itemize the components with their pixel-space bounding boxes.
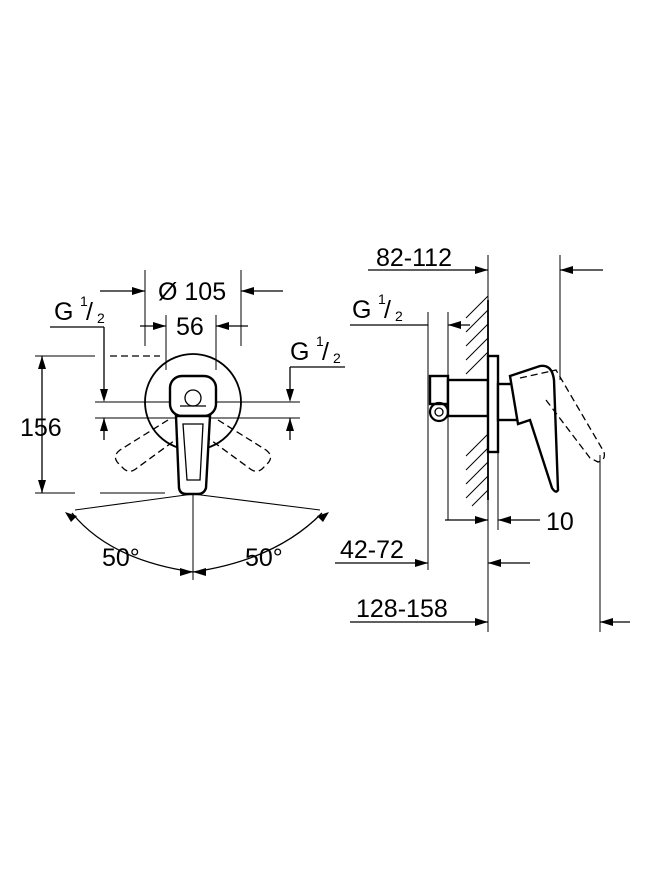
thread-left-slash: / bbox=[86, 298, 93, 326]
width-56-dimension: 56 bbox=[140, 313, 248, 370]
drawing-stroke bbox=[600, 618, 613, 626]
drawing-stroke bbox=[560, 266, 573, 274]
drawing-stroke bbox=[74, 493, 194, 511]
thread-right-numerator: 1 bbox=[316, 333, 324, 349]
side-thread-letter: G bbox=[352, 296, 371, 324]
handle bbox=[174, 414, 212, 496]
drawing-stroke bbox=[471, 489, 489, 507]
drawing-stroke bbox=[100, 389, 108, 402]
angle-left-label: 50° bbox=[102, 544, 140, 572]
dim-128-158-label: 128-158 bbox=[356, 595, 448, 623]
drawing-stroke bbox=[446, 378, 490, 418]
drawing-stroke bbox=[38, 356, 46, 369]
drawing-stroke bbox=[317, 512, 329, 522]
thread-right-letter: G bbox=[290, 338, 309, 366]
thread-right-annotation: G 1 / 2 bbox=[286, 333, 345, 440]
drawing-stroke bbox=[465, 323, 489, 347]
drawing-stroke bbox=[65, 512, 77, 522]
dim-10-label: 10 bbox=[546, 508, 574, 536]
drawing-stroke bbox=[475, 618, 488, 626]
thread-left-annotation: G 1 / 2 bbox=[50, 293, 108, 440]
height-156-label: 156 bbox=[20, 414, 62, 442]
thread-left-numerator: 1 bbox=[80, 293, 88, 309]
front-view: Ø 105 56 G 1 / 2 G 1 / bbox=[20, 270, 345, 580]
drawing-stroke bbox=[286, 389, 294, 402]
drawing-stroke bbox=[486, 354, 500, 454]
side-thread-annotation: G 1 / 2 bbox=[350, 291, 470, 570]
side-lever-rotated bbox=[519, 369, 606, 463]
drawing-stroke bbox=[100, 418, 108, 431]
drawing-stroke bbox=[465, 433, 489, 457]
drawing-stroke bbox=[519, 369, 606, 463]
dim-10: 10 bbox=[445, 452, 574, 536]
wall bbox=[465, 295, 489, 507]
angle-left-dimension: 50° bbox=[65, 512, 194, 576]
drawing-stroke bbox=[498, 516, 511, 524]
drawing-stroke bbox=[465, 447, 489, 471]
thread-left-letter: G bbox=[54, 298, 73, 326]
diameter-label: Ø 105 bbox=[158, 278, 226, 306]
drawing-stroke bbox=[180, 568, 193, 576]
drawing-stroke bbox=[475, 516, 488, 524]
angle-right-dimension: 50° bbox=[192, 512, 329, 576]
dim-128-158: 128-158 bbox=[350, 455, 630, 632]
thread-right-denominator: 2 bbox=[333, 350, 341, 366]
thread-left-denominator: 2 bbox=[97, 310, 105, 326]
drawing-stroke bbox=[174, 414, 212, 496]
side-thread-denominator: 2 bbox=[395, 308, 403, 324]
side-thread-slash: / bbox=[384, 296, 391, 324]
drawing-stroke bbox=[434, 407, 444, 417]
drawing-stroke bbox=[168, 374, 218, 418]
side-view: 82-112 G 1 / 2 bbox=[335, 244, 630, 632]
drawing-stroke bbox=[114, 419, 179, 472]
drawing-stroke bbox=[428, 401, 450, 423]
drawing-stroke bbox=[415, 559, 428, 567]
dim-82-112-label: 82-112 bbox=[376, 244, 452, 272]
rotated-handle-left bbox=[114, 419, 179, 472]
drawing-stroke bbox=[465, 309, 489, 333]
drawing-stroke bbox=[428, 374, 450, 406]
drawing-stroke bbox=[193, 568, 206, 576]
drawing-stroke bbox=[488, 559, 501, 567]
side-lever bbox=[508, 364, 560, 493]
drawing-stroke bbox=[216, 322, 229, 330]
drawing-stroke bbox=[241, 287, 254, 295]
drawing-stroke bbox=[475, 266, 488, 274]
drawing-stroke bbox=[182, 423, 204, 481]
drawing-stroke bbox=[508, 364, 560, 493]
width-56-label: 56 bbox=[176, 313, 204, 341]
dim-42-72-label: 42-72 bbox=[340, 536, 404, 564]
drawing-stroke bbox=[153, 322, 166, 330]
drawing-stroke bbox=[448, 321, 461, 329]
drawing-stroke bbox=[465, 475, 489, 499]
drawing-stroke bbox=[465, 295, 489, 319]
dim-42-72: 42-72 bbox=[335, 500, 530, 632]
rotated-handle-right bbox=[207, 419, 272, 472]
drawing-stroke bbox=[465, 351, 489, 375]
valve-body bbox=[428, 354, 520, 454]
height-156-dimension: 156 bbox=[20, 356, 62, 493]
drawing-stroke bbox=[465, 337, 489, 361]
drawing-stroke bbox=[71, 512, 194, 573]
drawing-stroke bbox=[465, 461, 489, 485]
diameter-dimension: Ø 105 bbox=[100, 270, 283, 346]
drawing-stroke bbox=[192, 493, 321, 511]
thread-right-slash: / bbox=[322, 338, 329, 366]
drawing-stroke bbox=[286, 418, 294, 431]
dim-82-112: 82-112 bbox=[368, 244, 603, 380]
side-thread-numerator: 1 bbox=[378, 291, 386, 307]
drawing-stroke bbox=[132, 287, 145, 295]
drawing-stroke bbox=[192, 512, 323, 573]
drawing-stroke bbox=[38, 480, 46, 493]
rosette bbox=[144, 353, 242, 451]
angle-right-label: 50° bbox=[245, 544, 283, 572]
drawing-stroke bbox=[207, 419, 272, 472]
